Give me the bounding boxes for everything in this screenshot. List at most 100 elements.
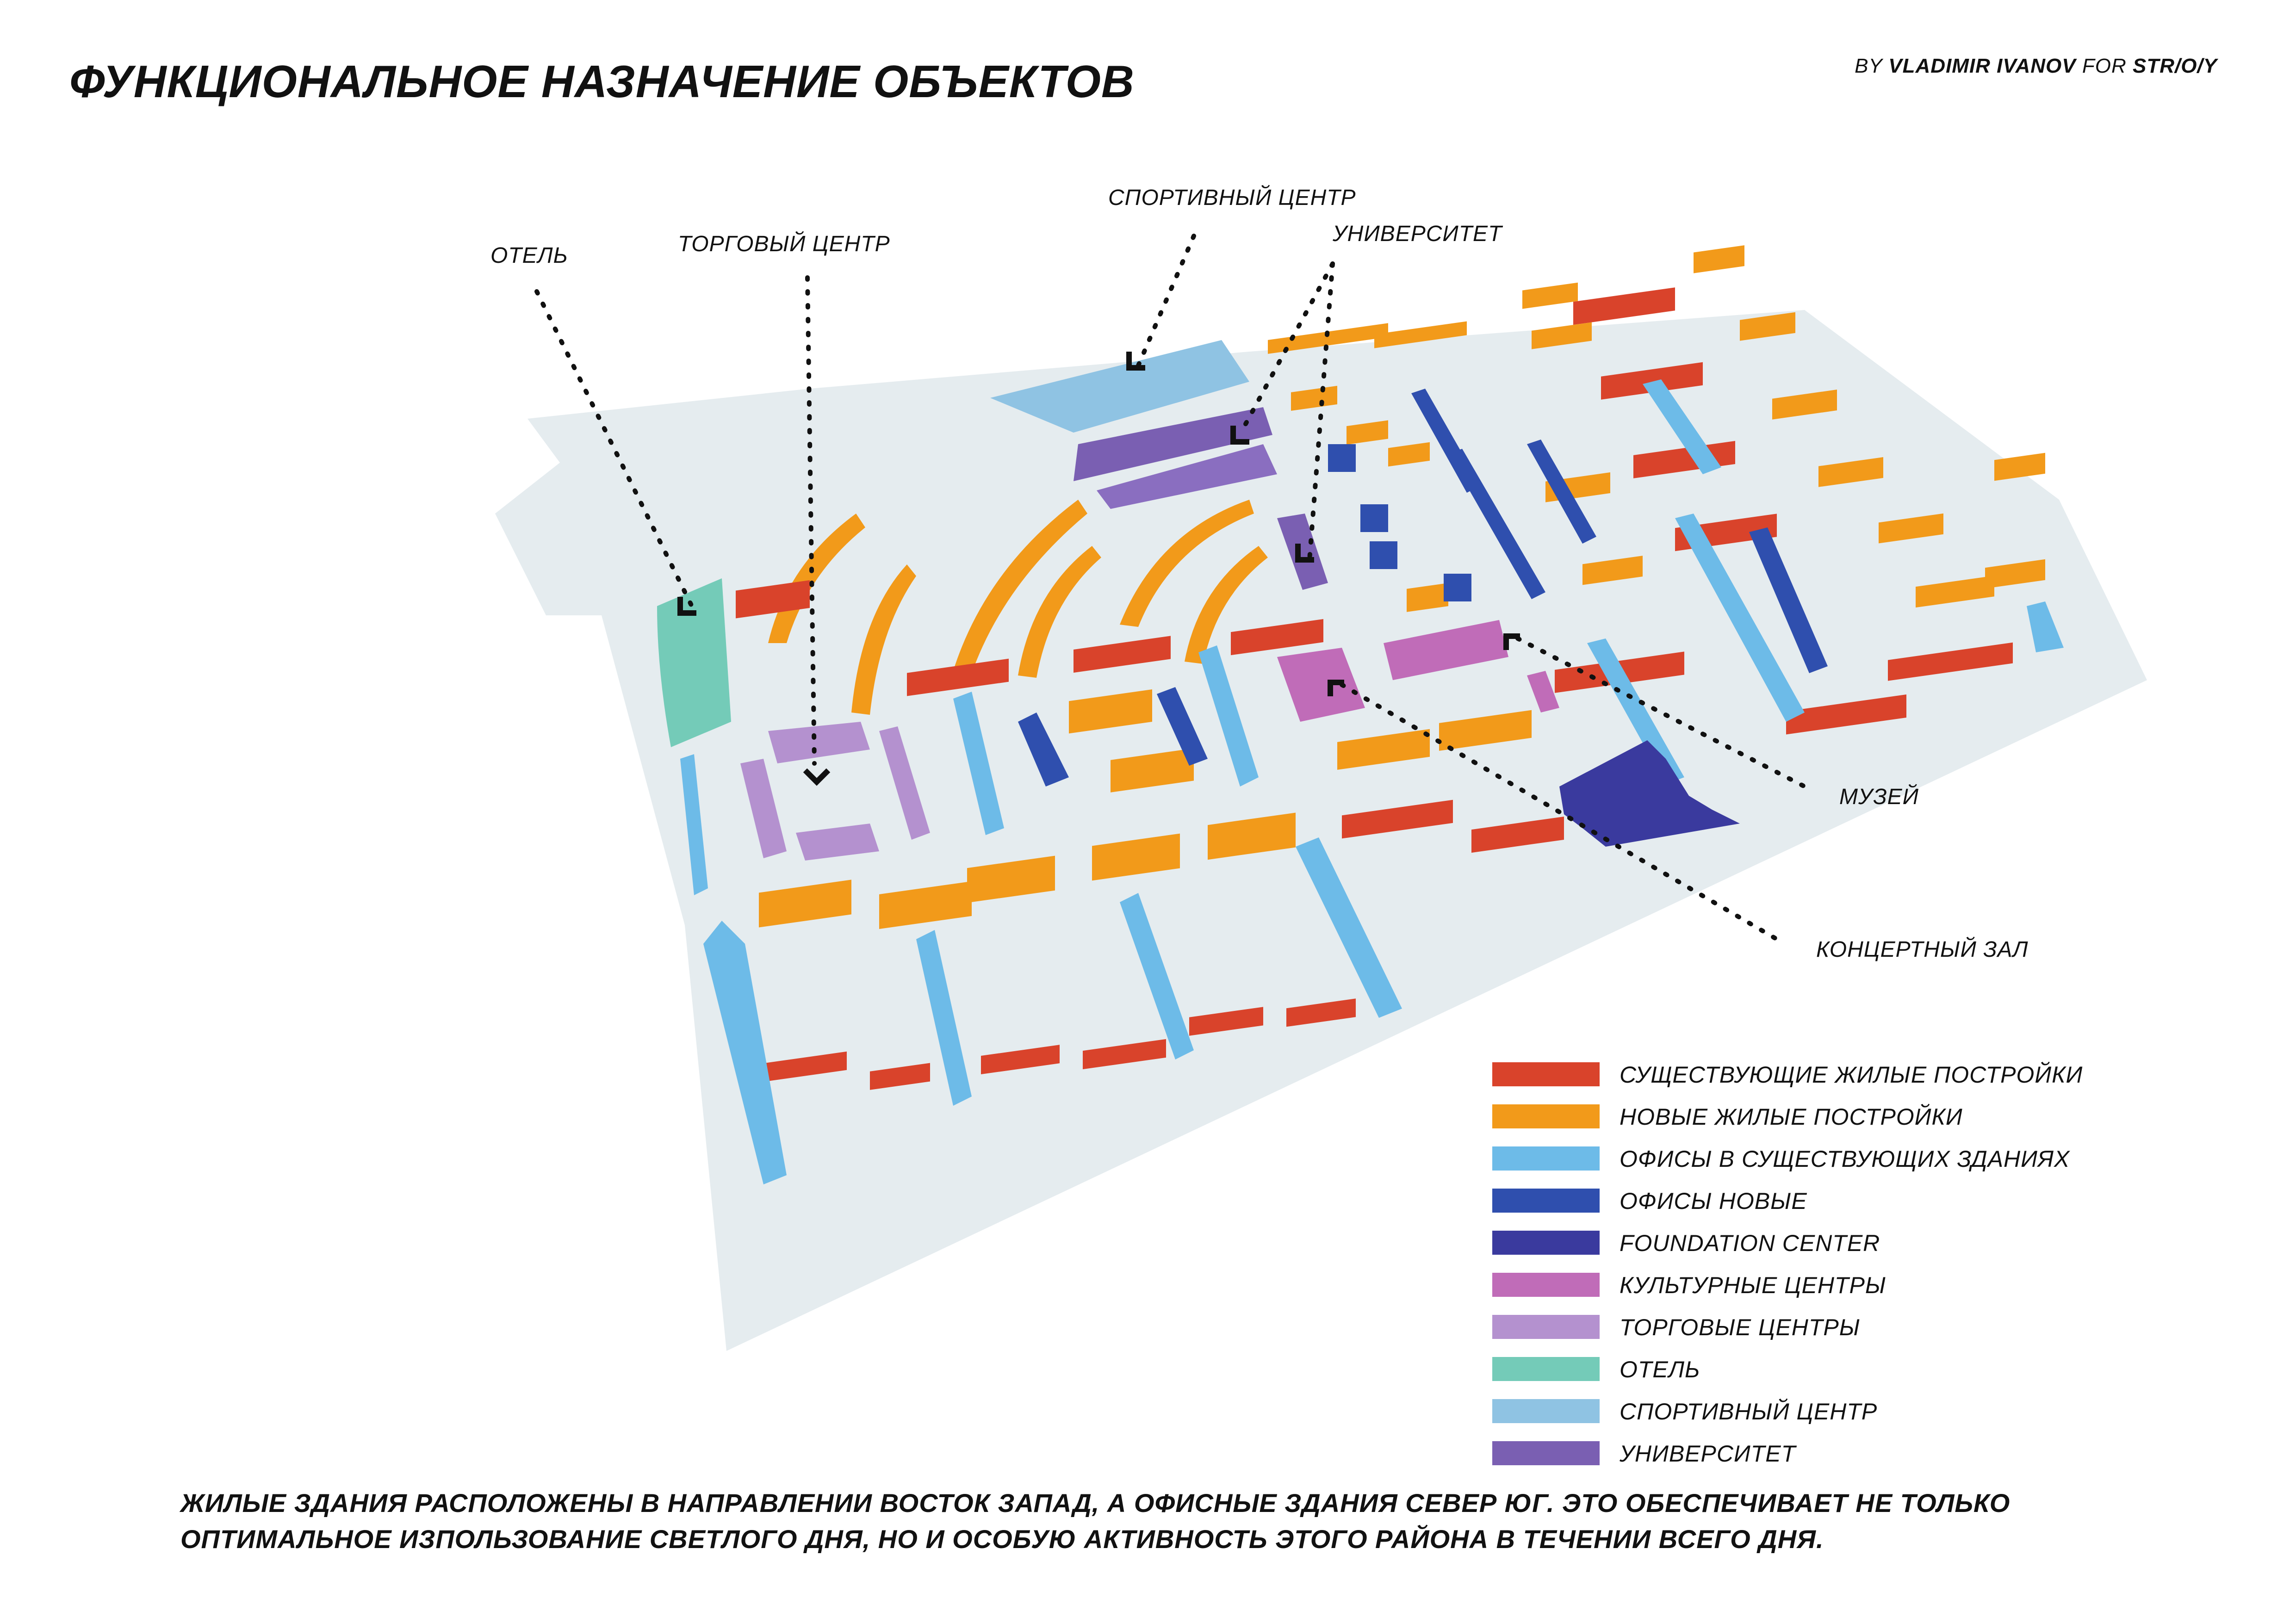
existing-residential-block <box>1074 636 1171 673</box>
residential-arc <box>1185 546 1268 664</box>
office-new-building <box>1370 541 1397 569</box>
existing-residential-block <box>763 1051 847 1082</box>
existing-residential-group <box>736 287 2013 1090</box>
legend-label: КУЛЬТУРНЫЕ ЦЕНТРЫ <box>1620 1272 1886 1298</box>
existing-residential-block <box>1342 799 1453 839</box>
leader-concert <box>1340 682 1779 942</box>
residential-block <box>1268 323 1388 354</box>
office-existing-building <box>1198 645 1259 787</box>
arrowhead <box>1230 426 1249 445</box>
arrowhead <box>1328 680 1344 696</box>
existing-residential-block <box>907 658 1009 696</box>
curved-residential-group <box>768 500 1268 715</box>
callout-shopping: ТОРГОВЫЙ ЦЕНТР <box>678 232 890 256</box>
residential-block <box>1879 513 1943 544</box>
existing-residential-block <box>1471 816 1564 853</box>
office-new-building <box>1749 527 1828 673</box>
residential-block <box>1772 390 1837 420</box>
university-building <box>1097 444 1277 509</box>
new-residential-group <box>759 245 2045 929</box>
arrowhead <box>1126 352 1145 371</box>
arrowhead <box>677 597 696 616</box>
existing-residential-block <box>1286 998 1356 1027</box>
legend-label: НОВЫЕ ЖИЛЫЕ ПОСТРОЙКИ <box>1620 1104 1963 1130</box>
existing-residential-block <box>1888 642 2013 681</box>
office-new-building <box>1157 687 1208 766</box>
arrowhead <box>803 768 831 786</box>
shopping-building <box>879 726 930 840</box>
residential-block <box>1740 312 1795 341</box>
office-existing-building <box>1296 837 1402 1018</box>
office-existing-building <box>680 754 708 895</box>
university-building <box>1277 514 1328 590</box>
office-new-building <box>1448 449 1545 599</box>
shopping-building <box>796 824 879 861</box>
residential-block <box>1582 556 1643 585</box>
residential-block <box>759 880 851 928</box>
residential-arc <box>768 514 865 643</box>
caption-line-1: ЖИЛЫЕ ЗДАНИЯ РАСПОЛОЖЕНЫ В НАПРАВЛЕНИИ В… <box>180 1488 2011 1518</box>
residential-arc <box>1120 500 1254 627</box>
office-new-building <box>1360 504 1388 532</box>
residential-block <box>1291 385 1337 411</box>
office-existing-building <box>916 930 972 1106</box>
credit-line: BY VLADIMIR IVANOV FOR STR/O/Y <box>1855 55 2217 78</box>
existing-residential-block <box>1786 694 1906 735</box>
legend-label: ОТЕЛЬ <box>1620 1357 1700 1382</box>
residential-block <box>967 855 1055 903</box>
legend-label: УНИВЕРСИТЕТ <box>1620 1441 1796 1467</box>
legend-label: ТОРГОВЫЕ ЦЕНТРЫ <box>1620 1314 1861 1340</box>
leader-museum <box>1515 636 1807 789</box>
callout-university: УНИВЕРСИТЕТ <box>1333 222 1502 246</box>
existing-residential-block <box>1189 1007 1263 1036</box>
shopping-building <box>740 759 787 858</box>
residential-block <box>1916 576 1994 608</box>
office-new-building <box>1328 444 1356 472</box>
residential-block <box>1818 457 1883 487</box>
legend-swatch <box>1492 1399 1600 1423</box>
leader-sport <box>1136 234 1196 368</box>
caption-line-2: ОПТИМАЛЬНОЕ ИЗПОЛЬЗОВАНИЕ СВЕТЛОГО ДНЯ, … <box>180 1524 1824 1554</box>
credit-for: FOR <box>2082 55 2127 77</box>
caption-note: ЖИЛЫЕ ЗДАНИЯ РАСПОЛОЖЕНЫ В НАПРАВЛЕНИИ В… <box>180 1485 2170 1557</box>
legend-label: СУЩЕСТВУЮЩИЕ ЖИЛЫЕ ПОСТРОЙКИ <box>1620 1062 2083 1088</box>
residential-block <box>1111 748 1194 793</box>
legend-swatch <box>1492 1315 1600 1339</box>
shopping-group <box>740 722 930 861</box>
office-existing-building <box>1120 893 1194 1059</box>
offices-new-group <box>1018 389 1828 787</box>
residential-arc <box>953 500 1087 673</box>
office-new-building <box>1444 574 1471 601</box>
existing-residential-block <box>1573 287 1675 325</box>
residential-block <box>1407 583 1448 612</box>
residential-block <box>1388 442 1430 467</box>
office-existing-building <box>1675 514 1805 722</box>
legend-swatch <box>1492 1146 1600 1171</box>
leader-lines <box>534 234 1807 942</box>
arrowhead <box>1295 544 1314 563</box>
legend-swatch <box>1492 1441 1600 1465</box>
callout-museum: МУЗЕЙ <box>1839 785 1919 809</box>
residential-block <box>1337 729 1430 770</box>
residential-block <box>1069 689 1152 734</box>
university-building <box>1074 407 1272 481</box>
office-existing-building <box>1643 379 1721 474</box>
legend-swatch <box>1492 1104 1600 1128</box>
sport-center-building <box>990 340 1249 433</box>
office-new-building <box>1018 712 1069 787</box>
office-existing-building <box>953 692 1004 835</box>
residential-block <box>879 881 972 929</box>
existing-residential-block <box>736 580 810 619</box>
residential-block <box>1522 282 1578 309</box>
shopping-building <box>768 722 870 763</box>
residential-block <box>1374 321 1467 348</box>
existing-residential-block <box>1231 619 1323 656</box>
residential-block <box>1532 322 1592 349</box>
office-existing-building <box>2027 601 2064 652</box>
hotel-building <box>657 578 731 747</box>
leader-arrowheads <box>677 352 1520 786</box>
residential-arc <box>851 564 916 715</box>
credit-org: STR/O/Y <box>2132 55 2217 77</box>
residential-block <box>1439 710 1532 751</box>
